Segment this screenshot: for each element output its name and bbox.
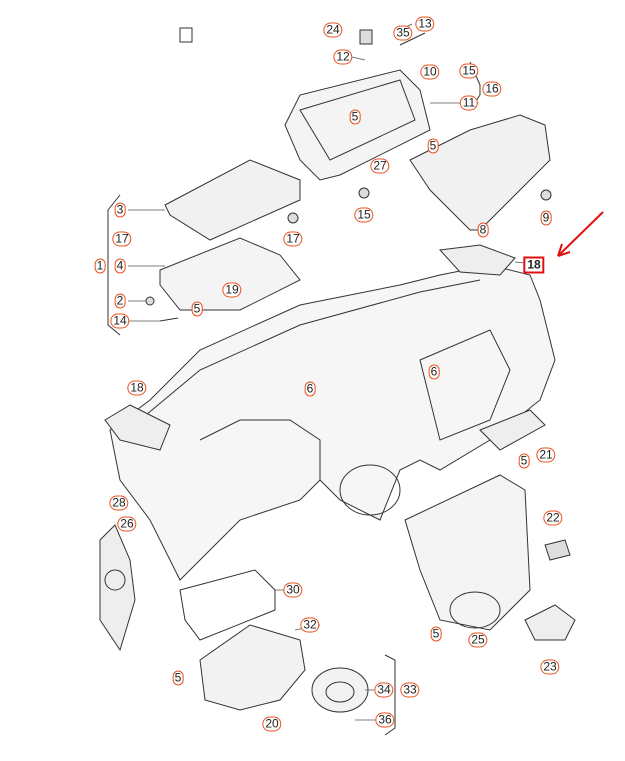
part-label-5: 5 [427, 138, 439, 154]
part-label-6: 6 [428, 364, 440, 380]
part-label-32: 32 [300, 617, 320, 633]
part-label-19: 19 [222, 282, 242, 298]
part-label-13: 13 [415, 16, 435, 32]
part-label-15: 15 [354, 207, 374, 223]
part-label-20: 20 [262, 716, 282, 732]
part-label-17: 17 [283, 231, 303, 247]
part-label-28: 28 [109, 495, 129, 511]
part-label-21: 21 [536, 447, 556, 463]
part-label-24: 24 [323, 22, 343, 38]
part-label-35: 35 [393, 25, 413, 41]
part-label-11: 11 [459, 95, 479, 111]
part-label-18-highlighted: 18 [523, 256, 545, 274]
part-label-22: 22 [543, 510, 563, 526]
part-label-1: 1 [94, 258, 106, 274]
part-label-15: 15 [459, 63, 479, 79]
part-label-17: 17 [112, 231, 132, 247]
part-label-6: 6 [304, 381, 316, 397]
part-label-16: 16 [482, 81, 502, 97]
part-label-34: 34 [374, 682, 394, 698]
part-label-26: 26 [117, 516, 137, 532]
part-label-27: 27 [370, 158, 390, 174]
part-label-5: 5 [430, 626, 442, 642]
part-label-30: 30 [283, 582, 303, 598]
part-label-36: 36 [375, 712, 395, 728]
part-label-5: 5 [191, 301, 203, 317]
part-label-5: 5 [172, 670, 184, 686]
part-label-23: 23 [540, 659, 560, 675]
part-label-2: 2 [114, 293, 126, 309]
part-label-12: 12 [333, 49, 353, 65]
part-label-18: 18 [127, 380, 147, 396]
part-label-9: 9 [540, 210, 552, 226]
part-label-3: 3 [114, 202, 126, 218]
part-label-4: 4 [114, 258, 126, 274]
part-label-14: 14 [110, 313, 130, 329]
part-label-5: 5 [349, 109, 361, 125]
part-label-25: 25 [468, 632, 488, 648]
part-label-8: 8 [477, 222, 489, 238]
part-label-33: 33 [400, 682, 420, 698]
part-label-5: 5 [518, 453, 530, 469]
part-label-10: 10 [420, 64, 440, 80]
